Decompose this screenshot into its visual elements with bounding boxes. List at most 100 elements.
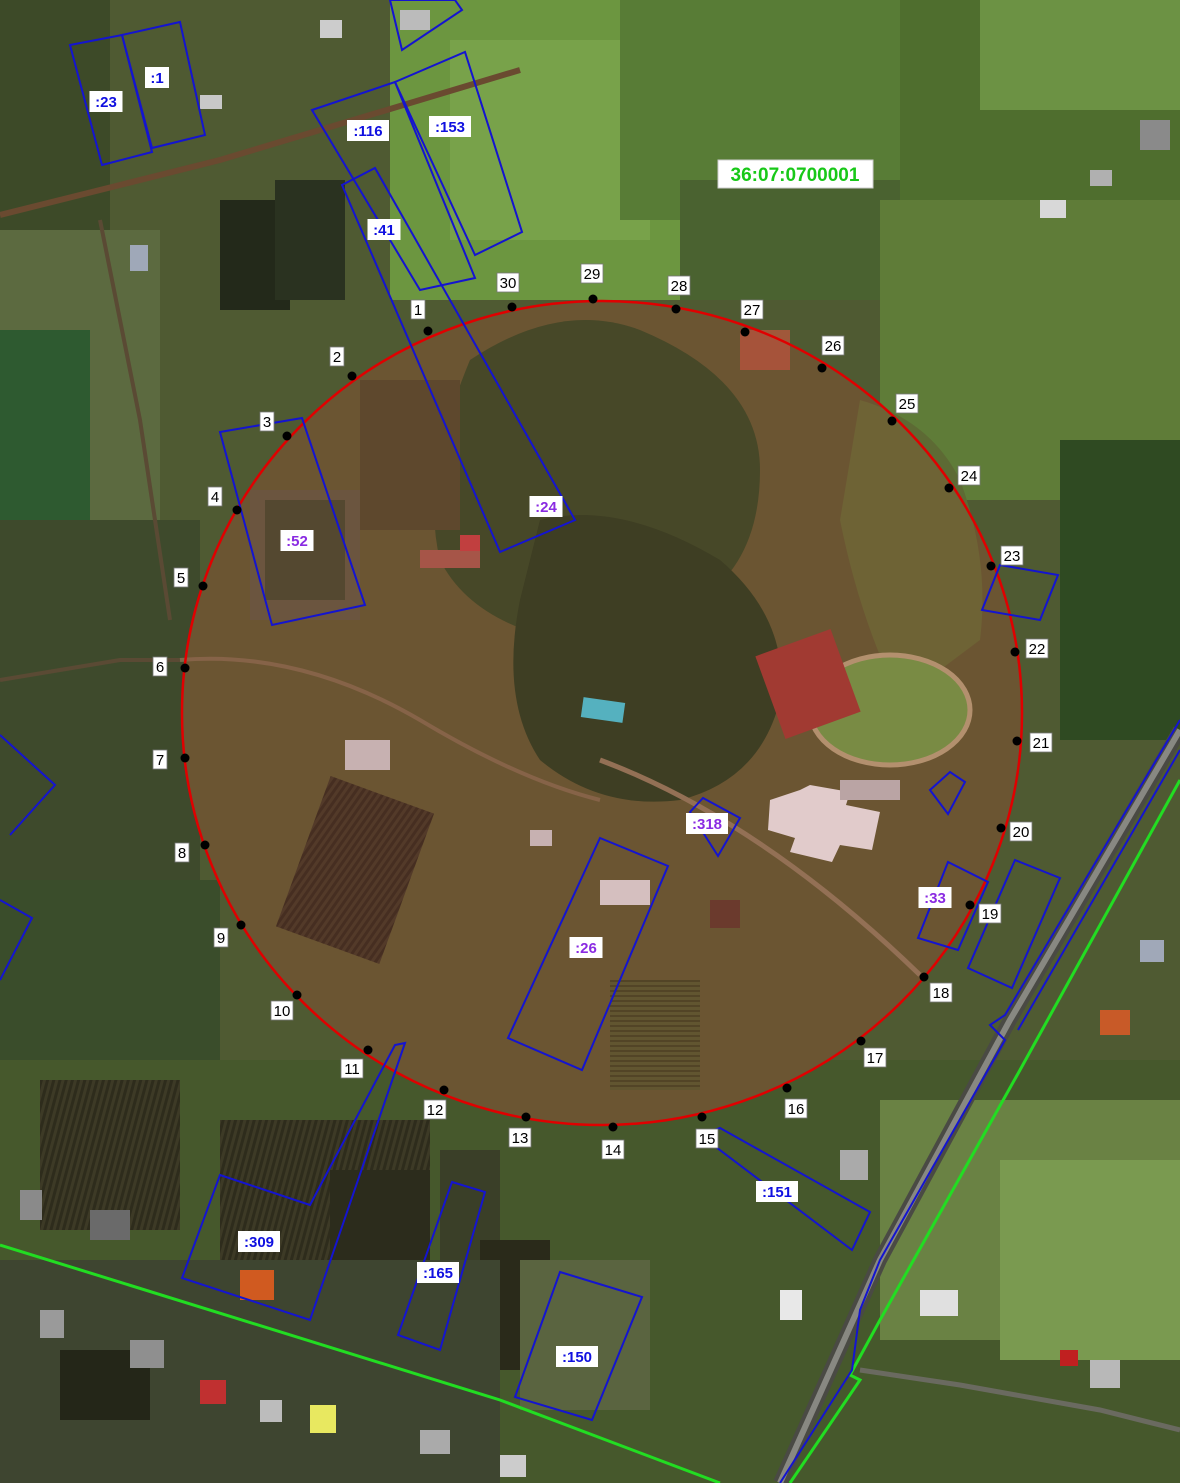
vertex-number: 20 <box>1013 824 1030 841</box>
vertex-label-15: 15 <box>695 1128 719 1149</box>
vertex-dot-9 <box>236 920 246 930</box>
parcel-number: :26 <box>575 940 597 957</box>
vertex-dot-30 <box>507 302 517 312</box>
vertex-dot-4 <box>232 505 242 515</box>
vertex-label-7: 7 <box>152 749 168 770</box>
vertex-label-22: 22 <box>1025 638 1049 659</box>
parcel-west-2-outline <box>0 899 34 981</box>
zone-circle <box>180 299 1024 1127</box>
vertex-dot-3 <box>282 431 292 441</box>
vertex-label-4: 4 <box>207 486 223 507</box>
parcel-318-outline <box>688 796 742 858</box>
vertex-number: 2 <box>333 349 341 366</box>
vertex-number: 10 <box>274 1003 291 1020</box>
vertex-label-21: 21 <box>1029 732 1053 753</box>
vertex-number: 11 <box>344 1061 360 1078</box>
vertex-dot-15 <box>697 1112 707 1122</box>
parcel-150-outline <box>513 1270 644 1422</box>
vertex-dot-7 <box>180 753 190 763</box>
vertex-dot-5 <box>198 581 208 591</box>
vertex-dot-26 <box>817 363 827 373</box>
parcel-number: :23 <box>95 94 117 111</box>
vertex-label-2: 2 <box>329 346 345 367</box>
vertex-label-24: 24 <box>957 465 981 486</box>
road-parcel-outline <box>779 719 1180 1483</box>
vertex-number: 24 <box>961 468 978 485</box>
parcel-label-165: :165 <box>417 1262 459 1283</box>
small-object <box>580 697 626 723</box>
vertex-dot-1 <box>423 326 433 336</box>
vertex-number: 16 <box>788 1101 805 1118</box>
vertex-number: 21 <box>1033 735 1050 752</box>
parcel-1-outline <box>120 20 207 150</box>
vertex-dot-21 <box>1012 736 1022 746</box>
vertex-label-9: 9 <box>213 927 229 948</box>
quarter-label-box: 36:07:0700001 <box>717 159 874 189</box>
parcel-label-41: :41 <box>367 219 401 240</box>
vertex-number: 30 <box>500 275 517 292</box>
parcel-153-outline <box>393 50 524 257</box>
parcel-number: :309 <box>244 1234 274 1251</box>
parcel-label-116: :116 <box>347 120 389 141</box>
vertex-number: 14 <box>605 1142 622 1159</box>
vertex-dot-8 <box>200 840 210 850</box>
parcel-label-309: :309 <box>238 1231 280 1252</box>
vertex-label-29: 29 <box>580 263 604 284</box>
vertex-label-11: 11 <box>340 1058 364 1079</box>
parcel-number: :150 <box>562 1349 592 1366</box>
vertex-dot-28 <box>671 304 681 314</box>
vertex-number: 5 <box>177 570 185 587</box>
parcel-number: :318 <box>692 816 722 833</box>
vertex-number: 9 <box>217 930 225 947</box>
vertex-label-3: 3 <box>259 411 275 432</box>
vertex-label-8: 8 <box>174 842 190 863</box>
parcel-165-outline <box>396 1180 487 1352</box>
vertex-number: 12 <box>427 1102 444 1119</box>
vertex-dot-11 <box>363 1045 373 1055</box>
parcel-number: :153 <box>435 119 465 136</box>
parcel-number: :52 <box>286 533 308 550</box>
vertex-dot-25 <box>887 416 897 426</box>
vertex-number: 8 <box>178 845 186 862</box>
vertex-dot-19 <box>965 900 975 910</box>
vertex-number: 29 <box>584 266 601 283</box>
vertex-number: 25 <box>899 396 916 413</box>
parcel-north-outline <box>388 0 464 52</box>
parcel-label-52: :52 <box>280 530 314 551</box>
parcel-label-23: :23 <box>89 91 123 112</box>
parcel-label-318: :318 <box>686 813 728 834</box>
vertex-label-26: 26 <box>821 335 845 356</box>
vertex-dot-22 <box>1010 647 1020 657</box>
parcel-label-1: :1 <box>145 67 169 88</box>
vertex-dot-2 <box>347 371 357 381</box>
vertex-label-17: 17 <box>863 1047 887 1068</box>
parcel-41-24-outline <box>340 166 577 554</box>
vertex-number: 3 <box>263 414 271 431</box>
vertex-label-6: 6 <box>152 656 168 677</box>
quarter-label: 36:07:0700001 <box>731 165 860 186</box>
parcel-number: :33 <box>924 890 946 907</box>
vertex-label-23: 23 <box>1000 545 1024 566</box>
vertex-dot-14 <box>608 1122 618 1132</box>
parcel-23-outline <box>68 33 154 167</box>
vertex-label-28: 28 <box>667 275 691 296</box>
parcel-label-26: :26 <box>569 937 603 958</box>
parcel-labels: :23:1:116:153:41:24:52:318:33:26:151:309… <box>89 67 952 1367</box>
vertex-label-27: 27 <box>740 299 764 320</box>
vertex-number: 18 <box>933 985 950 1002</box>
vertex-dot-23 <box>986 561 996 571</box>
vertex-label-20: 20 <box>1009 821 1033 842</box>
parcel-east-outline <box>966 858 1062 990</box>
zone-vertex-labels: 1234567891011121314151617181920212223242… <box>152 263 1053 1160</box>
vertex-number: 17 <box>867 1050 884 1067</box>
vertex-label-14: 14 <box>601 1139 625 1160</box>
parcel-52-outline <box>218 416 367 627</box>
vertex-label-25: 25 <box>895 393 919 414</box>
vertex-dot-27 <box>740 327 750 337</box>
vertex-number: 19 <box>982 906 999 923</box>
parcel-west-outline <box>0 734 57 836</box>
parcel-label-151: :151 <box>756 1181 798 1202</box>
